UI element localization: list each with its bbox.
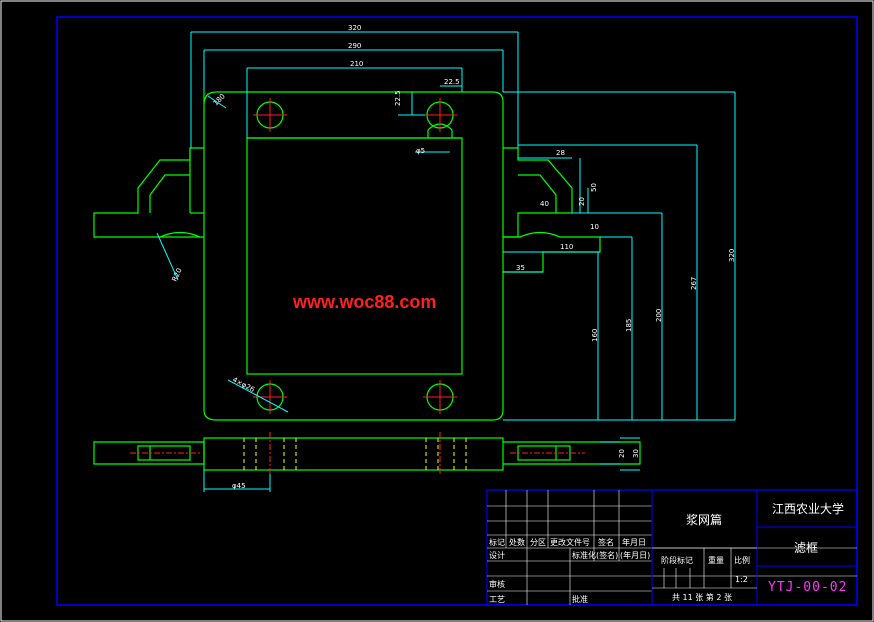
dim-28: 28: [556, 149, 565, 157]
tb-row-check: 审核: [489, 579, 505, 589]
tb-row-date2: (年月日): [620, 550, 650, 560]
tb-col-sign: 签名: [598, 537, 614, 547]
tb-col-date: 年月日: [622, 537, 646, 547]
dim-290: 290: [348, 42, 361, 50]
tb-part-name: 浆网篇: [686, 512, 722, 527]
tb-col-zone: 分区: [530, 538, 546, 547]
dim-185: 185: [625, 319, 633, 332]
inner-border: [56, 16, 858, 606]
tb-row-sign2: (签名): [596, 550, 618, 560]
dim-10: 10: [590, 223, 599, 231]
dim-210: 210: [350, 60, 363, 68]
dim-22-5b: 22.5: [394, 90, 402, 106]
tb-stage-mark: 阶段标记: [661, 555, 693, 565]
dim-35: 35: [516, 264, 525, 272]
dim-r20: R20: [171, 267, 184, 283]
tb-school: 江西农业大学: [772, 501, 844, 516]
center-marks: [253, 98, 457, 414]
tb-scale: 比例: [734, 555, 750, 565]
dim-50: 50: [590, 183, 598, 192]
dim-267: 267: [690, 277, 698, 290]
tb-row-process: 工艺: [489, 595, 505, 604]
dim-phi5: φ5: [416, 147, 425, 155]
tb-col-change: 更改文件号: [550, 537, 590, 547]
dim-side-20: 20: [618, 449, 626, 458]
title-block: 浆网篇 江西农业大学 滤框 YTJ-00-02 标记 处数 分区 更改文件号 签…: [486, 489, 858, 606]
tb-row-std: 标准化: [572, 550, 596, 560]
tb-drawing-name: 滤框: [794, 541, 818, 555]
side-view-centerlines: [130, 432, 585, 476]
dim-110: 110: [560, 243, 573, 251]
dim-180: 180: [212, 92, 227, 107]
tb-code: YTJ-00-02: [768, 580, 847, 595]
dim-4-holes: 4×φ26: [231, 376, 256, 395]
dim-160: 160: [591, 329, 599, 342]
tb-row-design: 设计: [489, 550, 505, 560]
dim-side-30: 30: [632, 449, 640, 458]
frame-plan-view: [93, 91, 601, 421]
watermark-text: www.woc88.com: [292, 292, 436, 312]
tb-weight: 重量: [708, 555, 724, 565]
dim-40: 40: [540, 200, 549, 208]
dim-bottom: φ45: [232, 482, 246, 490]
dim-320-top: 320: [348, 24, 361, 32]
tb-sheets: 共 11 张 第 2 张: [672, 592, 732, 602]
tb-scale-value: 1:2: [735, 575, 748, 584]
tb-row-approve: 批准: [572, 594, 588, 604]
tb-col-marker: 标记: [489, 537, 505, 547]
dim-200: 200: [655, 309, 663, 322]
dimension-lines: [156, 31, 736, 421]
dim-22-5a: 22.5: [444, 78, 460, 86]
tb-col-count: 处数: [509, 537, 525, 547]
dim-320-right: 320: [728, 249, 736, 262]
dim-20: 20: [578, 197, 586, 206]
side-view-hidden-lines: [243, 438, 467, 470]
frame-side-view: [93, 437, 641, 492]
